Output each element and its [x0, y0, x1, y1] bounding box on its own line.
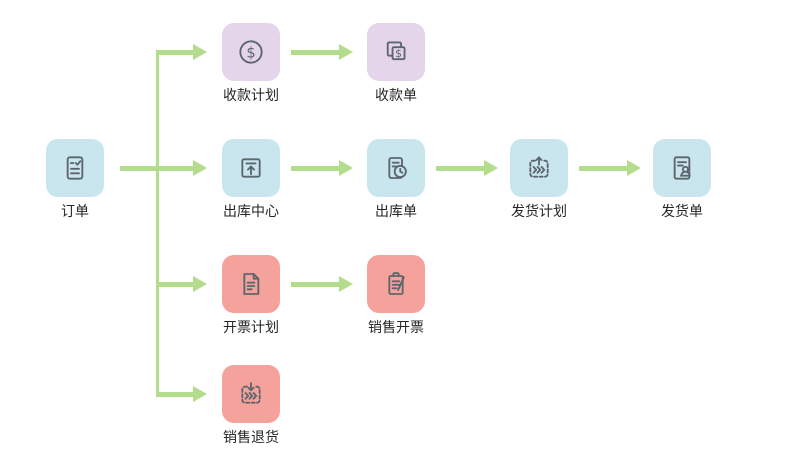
node-label: 收款计划 — [223, 88, 279, 104]
arrowhead-icon — [339, 160, 353, 176]
node-outbound-order[interactable]: 出库单 — [367, 139, 425, 220]
flow-arrow-order-payment-plan — [156, 50, 194, 55]
dollar-circle-icon: $ — [222, 23, 280, 81]
node-label: 出库单 — [375, 204, 417, 220]
arrowhead-icon — [193, 44, 207, 60]
flow-arrow-order-invoice-plan — [156, 282, 194, 287]
node-sales-return[interactable]: 销售退货 — [222, 365, 280, 446]
arrowhead-icon — [193, 386, 207, 402]
node-label: 发货计划 — [511, 204, 567, 220]
node-label: 发货单 — [661, 204, 703, 220]
node-label: 收款单 — [375, 88, 417, 104]
flow-arrow-invoice-plan-sales-invoice — [291, 282, 340, 287]
flow-arrow-outbound-order-shipping-plan — [436, 166, 485, 171]
flow-arrow-order-outbound-center — [120, 166, 194, 171]
node-label: 销售开票 — [368, 320, 424, 336]
arrowhead-icon — [339, 44, 353, 60]
svg-text:$: $ — [395, 47, 402, 60]
upload-box-icon — [222, 139, 280, 197]
node-invoice-plan[interactable]: 开票计划 — [222, 255, 280, 336]
node-shipping-note[interactable]: 发货单 — [653, 139, 711, 220]
connector-trunk — [156, 50, 159, 397]
arrowhead-icon — [193, 276, 207, 292]
clipboard-pen-icon — [367, 255, 425, 313]
doc-clock-icon — [367, 139, 425, 197]
order-checklist-icon — [46, 139, 104, 197]
arrowhead-icon — [484, 160, 498, 176]
doc-person-icon — [653, 139, 711, 197]
node-payment-receipt[interactable]: $ 收款单 — [367, 23, 425, 104]
dollar-doc-stack-icon: $ — [367, 23, 425, 81]
node-label: 订单 — [61, 204, 89, 220]
node-payment-plan[interactable]: $ 收款计划 — [222, 23, 280, 104]
svg-text:$: $ — [246, 44, 255, 61]
arrowhead-icon — [193, 160, 207, 176]
flow-arrow-shipping-plan-shipping-note — [579, 166, 628, 171]
arrowhead-icon — [627, 160, 641, 176]
dispatch-down-icon — [222, 365, 280, 423]
node-outbound-center[interactable]: 出库中心 — [222, 139, 280, 220]
node-sales-invoice[interactable]: 销售开票 — [367, 255, 425, 336]
node-shipping-plan[interactable]: 发货计划 — [510, 139, 568, 220]
dispatch-up-icon — [510, 139, 568, 197]
doc-lines-icon — [222, 255, 280, 313]
flow-arrow-outbound-center-outbound-order — [291, 166, 340, 171]
node-label: 出库中心 — [223, 204, 279, 220]
node-order[interactable]: 订单 — [46, 139, 104, 220]
flow-arrow-order-sales-return — [156, 392, 194, 397]
node-label: 开票计划 — [223, 320, 279, 336]
node-label: 销售退货 — [223, 430, 279, 446]
flow-arrow-payment-plan-payment-receipt — [291, 50, 340, 55]
arrowhead-icon — [339, 276, 353, 292]
